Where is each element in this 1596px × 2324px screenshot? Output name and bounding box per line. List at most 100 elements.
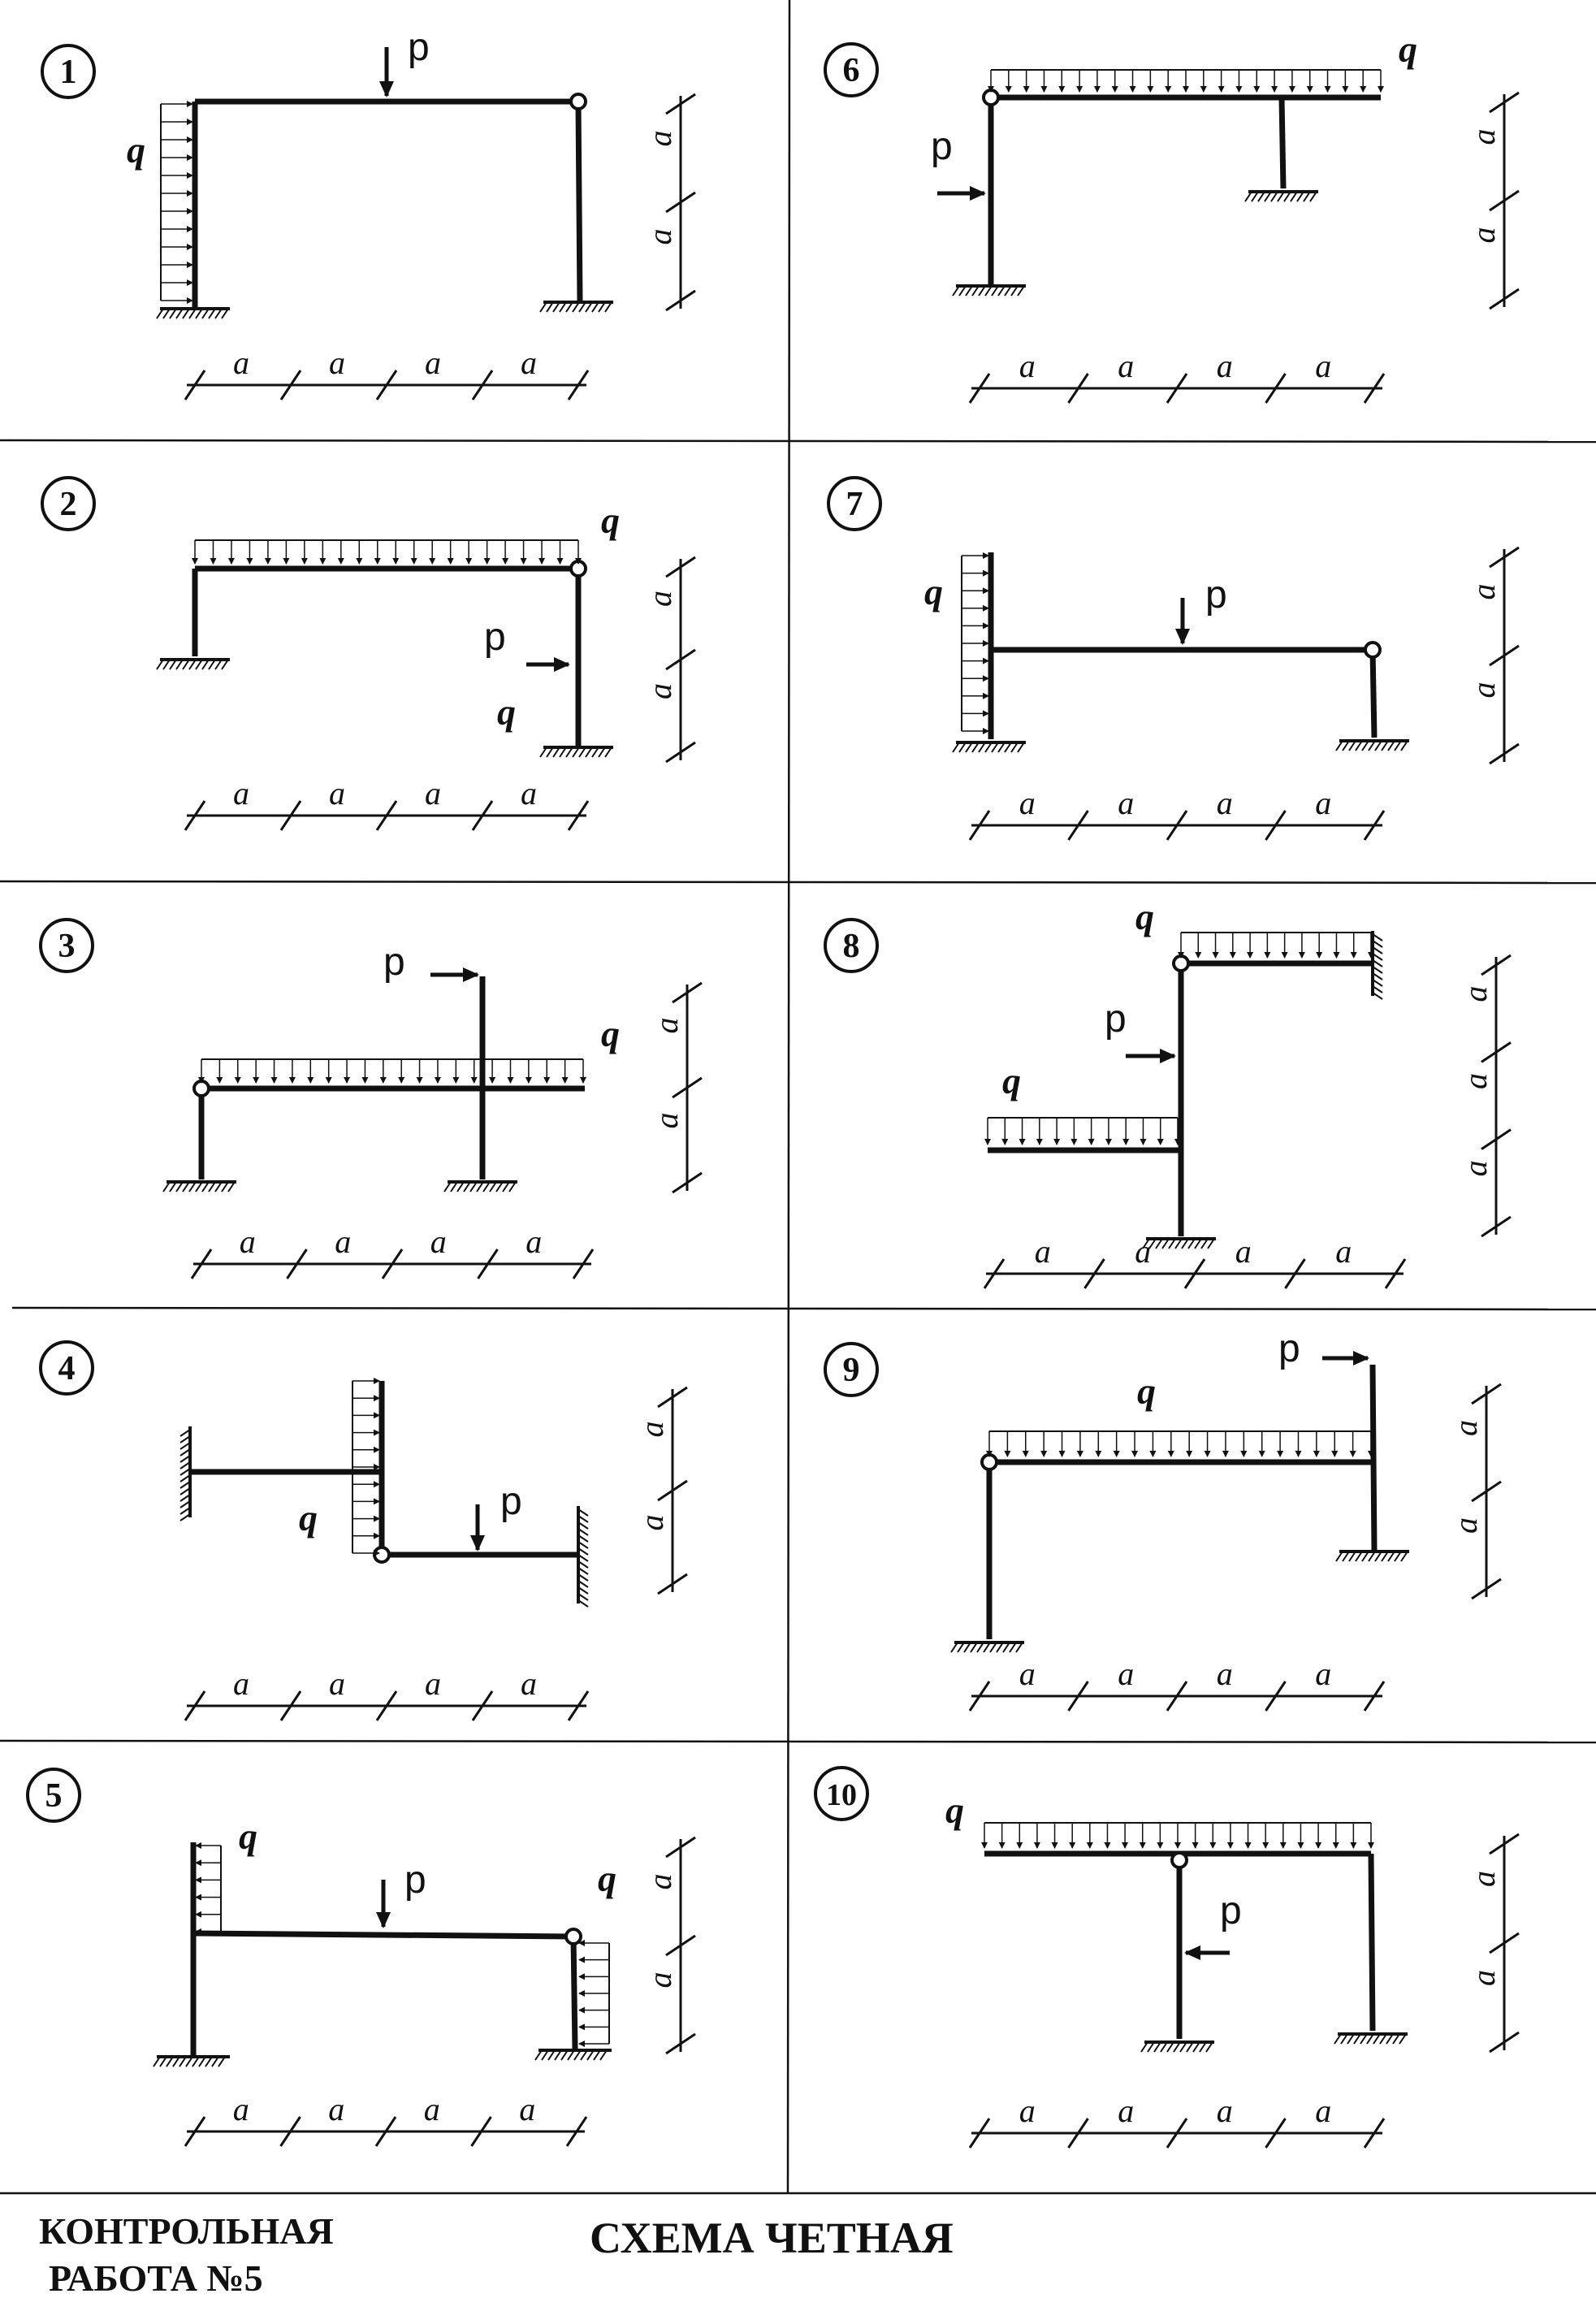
support-hatch	[1394, 1551, 1402, 1562]
dimension-tick	[1265, 2118, 1287, 2149]
support-hatch	[1264, 191, 1272, 202]
vertical-dimension-chain: aa	[648, 981, 703, 1194]
support-hatch	[179, 1474, 191, 1482]
load-label-p: p	[404, 1859, 426, 1902]
support-hatch	[1387, 1551, 1395, 1562]
support-hatch	[1270, 191, 1278, 202]
support-hatch	[227, 1181, 236, 1192]
hinge-icon	[564, 1928, 582, 1945]
support-hatch	[1192, 2041, 1200, 2053]
frame-member	[1369, 649, 1378, 738]
dimension-tick	[184, 800, 206, 831]
frame-member	[192, 1930, 574, 1940]
dimension-tick	[279, 370, 302, 400]
support-hatch	[539, 301, 547, 313]
dimension-label: a	[425, 775, 441, 811]
dimension-label: a	[642, 683, 678, 699]
badge-circle	[41, 44, 96, 99]
dimension-tick	[184, 370, 206, 400]
load-label-q: q	[239, 1815, 257, 1857]
support-hatch	[1372, 940, 1383, 948]
dimension-label: a	[1447, 1420, 1484, 1436]
distributed-load-side	[160, 101, 193, 304]
dimension-tick	[190, 1249, 213, 1279]
distributed-load-down	[984, 1117, 1181, 1145]
support-hatch	[1372, 992, 1383, 1000]
support-hatch	[572, 301, 580, 313]
support-hatch	[598, 301, 606, 313]
support-hatch	[585, 301, 593, 313]
load-label-p: p	[484, 616, 506, 659]
support-hatch	[179, 1507, 191, 1515]
load-label-q: q	[299, 1497, 318, 1539]
support-hatch	[1199, 2041, 1207, 2053]
dimension-tick	[1363, 2118, 1386, 2149]
support-hatch	[1181, 1238, 1189, 1249]
support-hatch	[983, 1642, 991, 1653]
dimension-label: a	[526, 1223, 542, 1260]
support-hatch	[214, 1181, 223, 1192]
hinge-icon	[980, 1453, 998, 1471]
dimension-label: a	[1035, 1233, 1051, 1270]
distributed-load-down	[198, 1058, 586, 1084]
support-hatch	[182, 1181, 190, 1192]
dimension-tick	[1471, 1577, 1502, 1600]
load-label-q: q	[1399, 28, 1417, 70]
dimension-tick	[567, 370, 590, 400]
support-hatch	[185, 2056, 193, 2067]
support-hatch	[1368, 740, 1376, 751]
support-hatch	[195, 308, 203, 319]
dimension-tick	[657, 1479, 688, 1502]
support-hatch	[997, 742, 1006, 753]
support-hatch	[179, 1455, 191, 1463]
load-label-p: p	[1105, 998, 1127, 1041]
dimension-tick	[1489, 91, 1520, 114]
support-hatch	[950, 1642, 958, 1653]
dimension-label: a	[1118, 348, 1134, 384]
support-hatch	[534, 2049, 543, 2061]
support-hatch	[984, 285, 993, 296]
dimension-tick	[1166, 373, 1188, 404]
fixed-support-icon	[577, 1506, 589, 1608]
support-hatch	[546, 301, 554, 313]
dimension-tick	[665, 93, 696, 115]
support-hatch	[1283, 191, 1291, 202]
support-hatch	[547, 2049, 556, 2061]
vertical-dimension-chain: aa	[1465, 546, 1520, 765]
support-hatch	[970, 1642, 978, 1653]
support-hatch	[1360, 2033, 1368, 2045]
dimension-label: a	[1315, 1655, 1331, 1692]
footer-title-line-2: РАБОТА №5	[49, 2257, 263, 2299]
support-hatch	[1140, 2041, 1148, 2053]
fixed-support-icon	[539, 746, 613, 758]
dimension-tick	[279, 2116, 301, 2147]
dimension-label: a	[1457, 986, 1494, 1002]
support-hatch	[1394, 740, 1402, 751]
scheme-number: 6	[843, 52, 860, 89]
scheme-number: 7	[846, 486, 863, 523]
support-hatch	[1173, 2041, 1181, 2053]
support-hatch	[211, 2056, 219, 2067]
dimension-label: a	[1019, 1655, 1036, 1692]
support-hatch	[179, 1461, 191, 1469]
support-hatch	[195, 659, 203, 670]
support-hatch	[578, 301, 586, 313]
dimension-label: a	[521, 1665, 537, 1702]
support-hatch	[208, 1181, 216, 1192]
dimension-tick	[184, 2116, 206, 2147]
hinge-icon	[1172, 954, 1190, 972]
dimension-tick	[477, 1249, 499, 1279]
support-hatch	[586, 2049, 595, 2061]
support-hatch	[978, 742, 986, 753]
frame-member	[1368, 1853, 1376, 2032]
support-hatch	[1361, 740, 1369, 751]
dimension-tick	[279, 1690, 302, 1721]
fixed-support-icon	[1335, 1550, 1409, 1562]
dimension-label: a	[634, 1515, 670, 1531]
support-hatch	[577, 1515, 589, 1523]
